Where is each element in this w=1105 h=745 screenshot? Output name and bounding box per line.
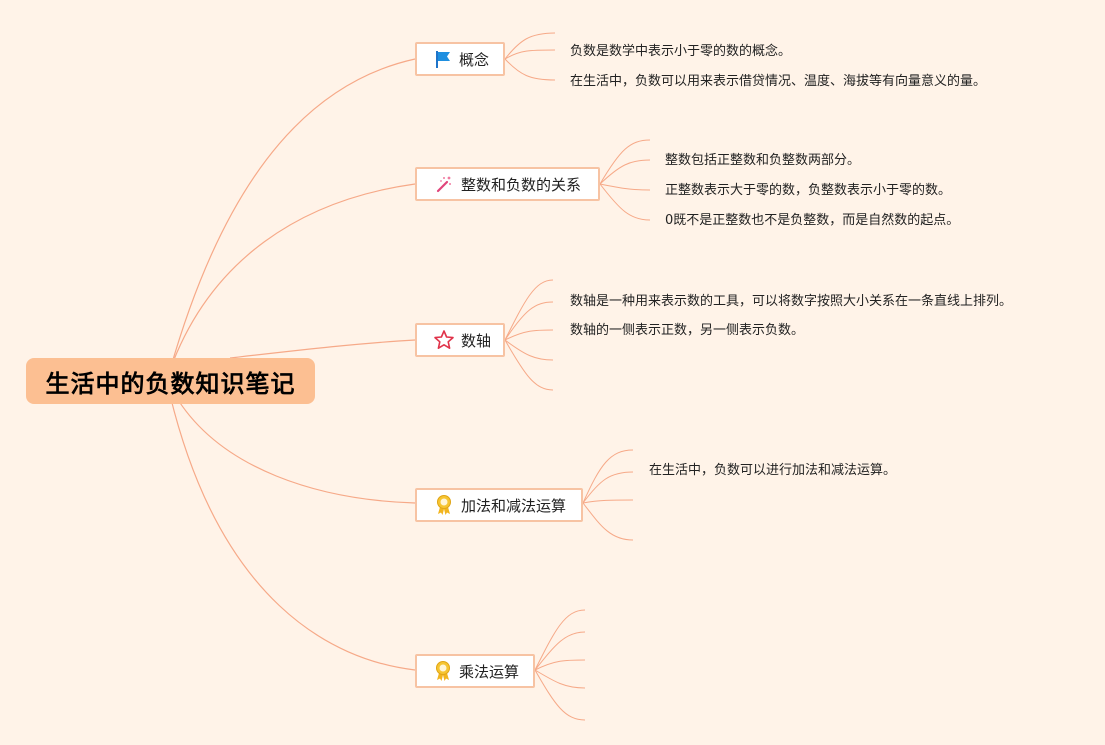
award-ribbon-icon	[433, 660, 453, 682]
branch-concept-1	[504, 32, 556, 60]
branch-addsub-1	[582, 449, 634, 504]
note-concept-1: 负数是数学中表示小于零的数的概念。	[570, 44, 792, 59]
note-integers-3: 0既不是正整数也不是负整数，而是自然数的起点。	[665, 213, 960, 228]
star-icon	[433, 329, 455, 351]
branch-multiply-1	[534, 609, 586, 671]
flag-icon	[433, 48, 453, 70]
branch-numberline-1	[504, 279, 554, 341]
topic-label: 整数和负数的关系	[461, 175, 582, 194]
root-link-numberline	[229, 339, 416, 359]
note-numberline-2: 数轴的一侧表示正数，另一侧表示负数。	[570, 323, 805, 338]
topic-label: 加法和减法运算	[461, 496, 567, 515]
root-link-integers	[169, 183, 416, 371]
branch-concept-2	[504, 49, 556, 60]
award-ribbon-icon	[433, 494, 455, 516]
branch-integers-3	[599, 183, 651, 191]
branch-numberline-5	[504, 339, 554, 391]
branch-concept-3	[504, 58, 556, 81]
topic-number-line[interactable]: 数轴	[415, 323, 505, 357]
note-concept-2: 在生活中，负数可以用来表示借贷情况、温度、海拔等有向量意义的量。	[570, 74, 987, 89]
topic-integers-negatives[interactable]: 整数和负数的关系	[415, 167, 600, 201]
root-title: 生活中的负数知识笔记	[45, 369, 296, 398]
root-link-multiply	[169, 394, 416, 671]
branch-numberline-2	[504, 301, 554, 341]
branch-numberline-3	[504, 329, 554, 341]
branch-multiply-3	[534, 659, 586, 671]
topic-multiplication[interactable]: 乘法运算	[415, 654, 535, 688]
note-numberline-1: 数轴是一种用来表示数的工具，可以将数字按照大小关系在一条直线上排列。	[570, 294, 1013, 309]
topic-label: 数轴	[461, 331, 492, 350]
branch-addsub-3	[582, 499, 634, 504]
branch-integers-1	[599, 139, 651, 185]
topic-label: 概念	[459, 50, 490, 69]
sparkle-wand-icon	[433, 173, 455, 195]
branch-multiply-4	[534, 669, 586, 689]
branch-multiply-2	[534, 631, 586, 671]
root-topic[interactable]: 生活中的负数知识笔记	[26, 358, 315, 404]
topic-label: 乘法运算	[459, 662, 520, 681]
topic-concept[interactable]: 概念	[415, 42, 505, 76]
topic-add-subtract[interactable]: 加法和减法运算	[415, 488, 583, 522]
branch-addsub-4	[582, 502, 634, 541]
branch-integers-2	[599, 159, 651, 185]
note-integers-2: 正整数表示大于零的数，负整数表示小于零的数。	[665, 183, 952, 198]
root-link-addsub	[174, 394, 416, 504]
branch-numberline-4	[504, 339, 554, 361]
branch-multiply-5	[534, 669, 586, 721]
branch-addsub-2	[582, 471, 634, 504]
note-addsub-1: 在生活中，负数可以进行加法和减法运算。	[649, 463, 897, 478]
root-link-concept	[169, 58, 416, 371]
branch-integers-4	[599, 183, 651, 221]
note-integers-1: 整数包括正整数和负整数两部分。	[665, 153, 861, 168]
